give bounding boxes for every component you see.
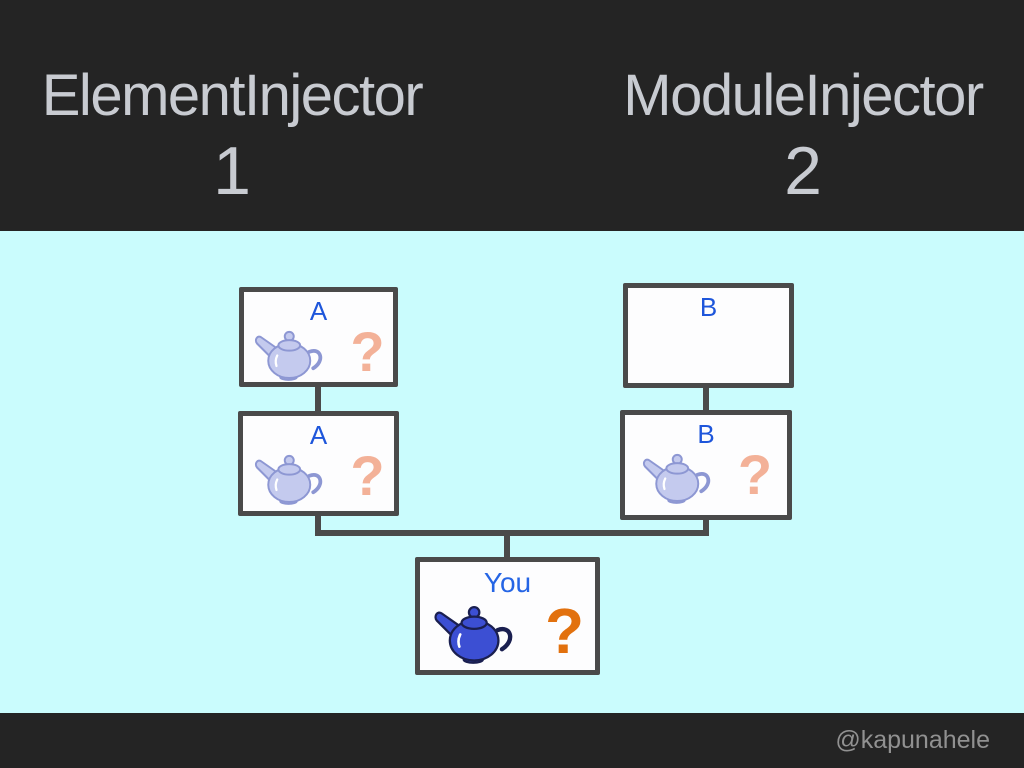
- question-mark: ?: [350, 444, 385, 507]
- left-column-title: ElementInjector: [41, 63, 424, 128]
- node-a-parent: A ?: [239, 287, 398, 387]
- node-b-parent: B: [623, 283, 794, 388]
- teapot-icon: [252, 324, 328, 381]
- node-label: B: [699, 292, 718, 322]
- node-label: A: [309, 420, 328, 450]
- question-mark: ?: [544, 595, 585, 667]
- question-mark: ?: [350, 320, 385, 383]
- slide-footer: @kapunahele: [0, 713, 1024, 768]
- connector-horizontal-bus: [315, 530, 709, 536]
- author-handle: @kapunahele: [835, 726, 990, 754]
- right-column-title: ModuleInjector: [623, 63, 984, 128]
- teapot-icon: [431, 598, 519, 664]
- connector-a-top-to-a-bottom: [315, 385, 321, 413]
- node-b-child: B ?: [620, 410, 792, 520]
- node-you: You ?: [415, 557, 600, 675]
- slide-header: ElementInjector 1 ModuleInjector 2: [0, 0, 1024, 231]
- right-column-number: 2: [784, 133, 822, 209]
- node-label: You: [483, 567, 532, 598]
- connector-to-you-node: [504, 534, 510, 559]
- connector-b-top-to-b-bottom: [703, 386, 709, 412]
- node-label: B: [697, 419, 715, 449]
- connector-a-bottom-stub: [315, 514, 321, 532]
- left-column-number: 1: [213, 133, 251, 209]
- node-content: ?: [243, 444, 394, 507]
- connector-b-bottom-stub: [703, 518, 709, 532]
- teapot-icon: [640, 447, 716, 504]
- question-mark: ?: [737, 443, 773, 506]
- node-a-child: A ?: [238, 411, 399, 516]
- node-content: ?: [420, 595, 595, 667]
- node-content: ?: [244, 320, 393, 383]
- node-label: A: [309, 296, 328, 326]
- node-content: ?: [625, 443, 787, 506]
- teapot-icon: [252, 448, 328, 505]
